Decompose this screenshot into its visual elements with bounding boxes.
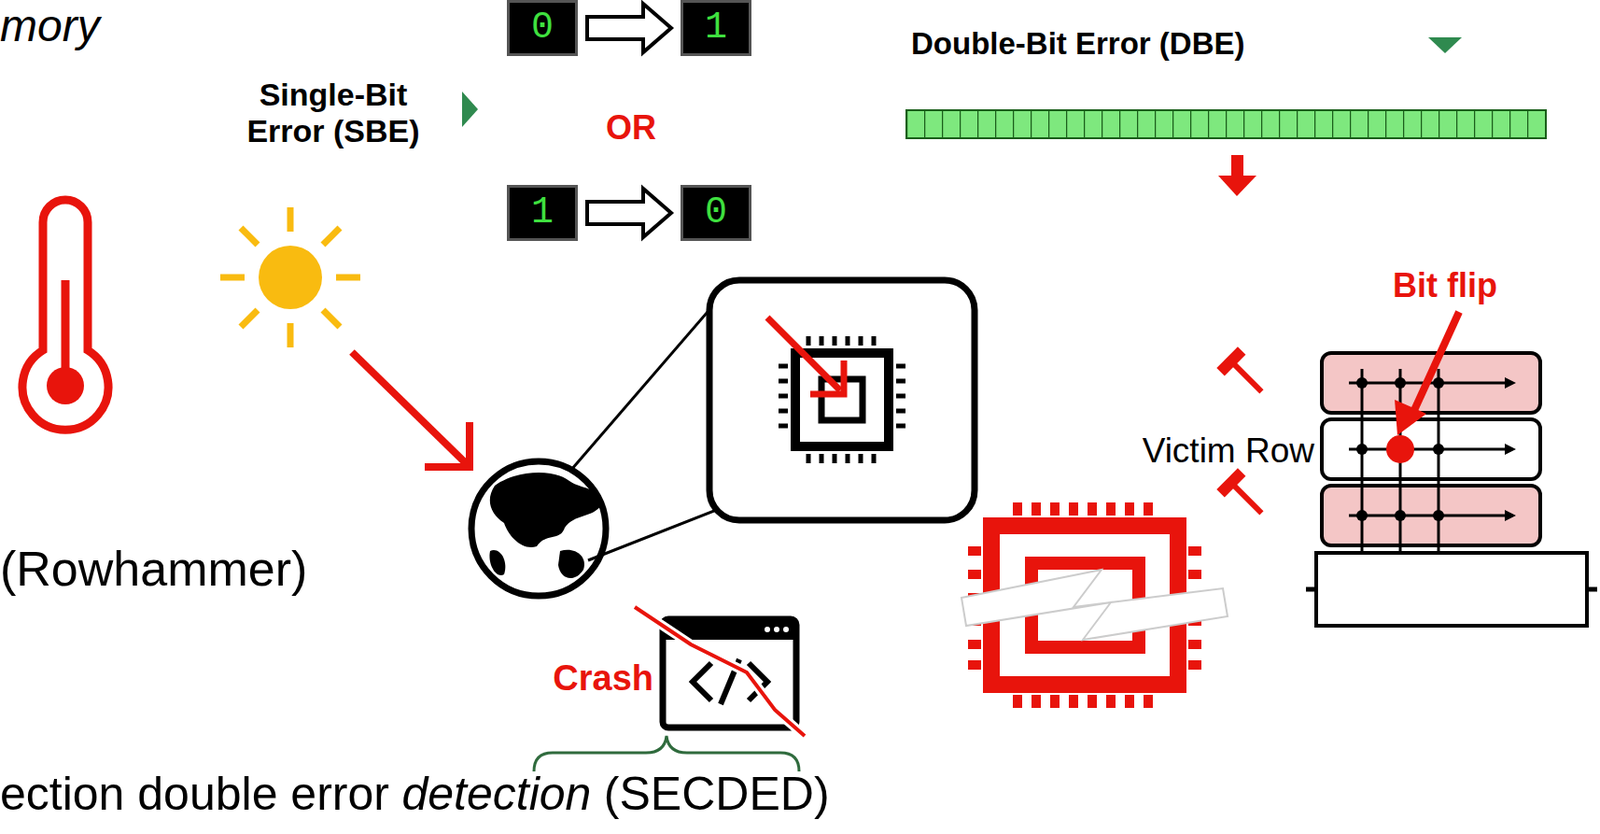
ray-arrow <box>351 351 470 467</box>
cause-label: (Rowhammer) <box>0 541 308 598</box>
error-label: Single-Bit Error (SBE) <box>216 76 450 150</box>
bit-box: 1 <box>506 184 578 241</box>
globe-icon <box>471 461 606 596</box>
victim-row-label: Victim Row <box>1142 431 1315 472</box>
bit-box: 1 <box>680 0 752 57</box>
or-label: OR <box>605 108 657 147</box>
memory-word <box>906 110 1546 139</box>
flip-arrow <box>587 3 672 53</box>
bit-value: 1 <box>704 9 728 47</box>
flip-arrow <box>587 188 672 238</box>
text-fragment: (SECDED) <box>603 767 830 820</box>
marker-triangle <box>462 91 478 127</box>
crash-label: Crash <box>552 658 654 700</box>
text-line: ection double errordetection(SECDED) <box>0 767 830 822</box>
marker-triangle <box>1428 37 1462 54</box>
title-fragment: mory <box>0 0 100 52</box>
program-window-icon <box>634 606 805 736</box>
bit-flip-label: Bit flip <box>1392 266 1498 305</box>
sun-icon <box>220 207 361 348</box>
text-fragment: ection double error <box>0 767 390 820</box>
down-arrow <box>1218 175 1257 197</box>
chip-icon <box>795 352 889 447</box>
bit-value: 1 <box>531 194 554 232</box>
bit-flip-arrow <box>1394 311 1460 436</box>
text-fragment: detection <box>401 767 591 820</box>
bit-value: 0 <box>704 194 728 232</box>
dram-rows <box>1305 352 1598 626</box>
error-label: Double-Bit Error (DBE) <box>911 26 1246 62</box>
ray-arrow <box>767 317 844 394</box>
bit-value: 0 <box>531 9 554 47</box>
broken-chip-icon <box>961 502 1228 708</box>
brace <box>533 735 800 772</box>
bit-box: 0 <box>506 0 578 57</box>
zoom-box <box>709 280 975 520</box>
bit-box: 0 <box>680 184 752 241</box>
thermometer-icon <box>22 199 109 430</box>
